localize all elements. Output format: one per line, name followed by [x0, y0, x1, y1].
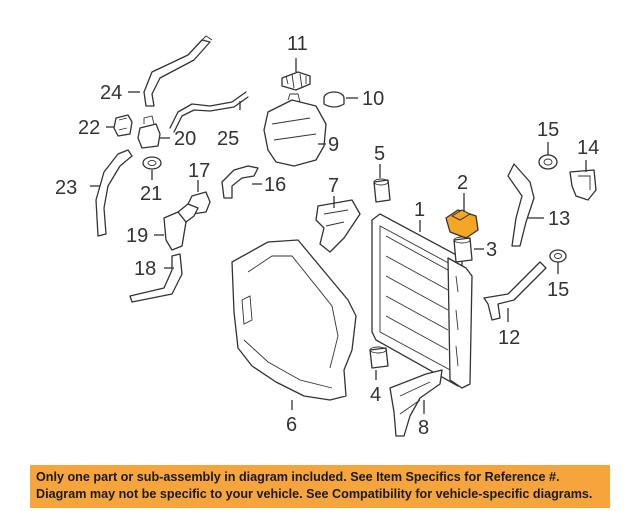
callout-7: 7: [328, 175, 339, 197]
callout-8: 8: [418, 417, 429, 439]
part-24-hose: [143, 35, 213, 107]
part-2-sensor: [445, 209, 479, 239]
part-10-cap: [323, 91, 345, 108]
callout-18: 18: [134, 258, 156, 280]
disclaimer-banner: Only one part or sub-assembly in diagram…: [30, 465, 610, 508]
disclaimer-line-2: Diagram may not be specific to your vehi…: [36, 487, 593, 501]
callout-14: 14: [577, 137, 599, 159]
callout-1: 1: [414, 199, 425, 221]
part-21-seal: [142, 156, 162, 170]
callout-11: 11: [287, 33, 308, 55]
callout-10: 10: [362, 88, 384, 110]
part-5-fitting: [373, 178, 391, 203]
part-15-clamp-lower: [549, 249, 567, 263]
leader-lines: [90, 58, 587, 414]
callout-15-lower: 15: [547, 279, 569, 301]
callout-5: 5: [374, 143, 385, 165]
callout-12: 12: [498, 327, 520, 349]
callout-23: 23: [55, 177, 77, 199]
callout-19: 19: [126, 225, 148, 247]
disclaimer-line-1: Only one part or sub-assembly in diagram…: [36, 470, 560, 484]
callout-3: 3: [486, 239, 497, 261]
part-22-clip: [113, 114, 133, 137]
part-15-clamp-upper: [538, 154, 558, 170]
part-12-hose: [483, 261, 547, 321]
callout-22: 22: [78, 117, 100, 139]
callout-6: 6: [286, 414, 297, 436]
part-6-shroud: [231, 239, 357, 401]
part-9-reservoir: [263, 93, 327, 167]
part-11-cap: [281, 71, 311, 91]
callout-21: 21: [140, 183, 162, 205]
part-23-hose: [95, 149, 133, 237]
callout-2: 2: [457, 172, 468, 194]
callout-16: 16: [264, 174, 286, 196]
part-13-hose: [507, 163, 535, 247]
part-1-radiator: [371, 213, 473, 389]
part-14-bracket: [569, 169, 597, 201]
callout-15-upper: 15: [537, 119, 559, 141]
part-25-hose: [169, 91, 249, 133]
callout-24: 24: [100, 82, 122, 104]
callout-9: 9: [328, 134, 339, 156]
part-20-fitting: [137, 115, 161, 149]
callout-25: 25: [217, 128, 239, 150]
part-4-plug: [369, 346, 389, 369]
callout-4: 4: [370, 384, 381, 406]
part-19-fitting: [163, 203, 199, 251]
callout-13: 13: [548, 208, 570, 230]
part-16-hose: [221, 165, 259, 199]
part-3-cap: [453, 236, 473, 263]
part-18-hose: [129, 253, 183, 303]
part-8-deflector: [389, 369, 443, 437]
callout-20: 20: [174, 128, 196, 150]
part-7-bracket: [315, 199, 361, 253]
callout-17: 17: [188, 160, 210, 182]
